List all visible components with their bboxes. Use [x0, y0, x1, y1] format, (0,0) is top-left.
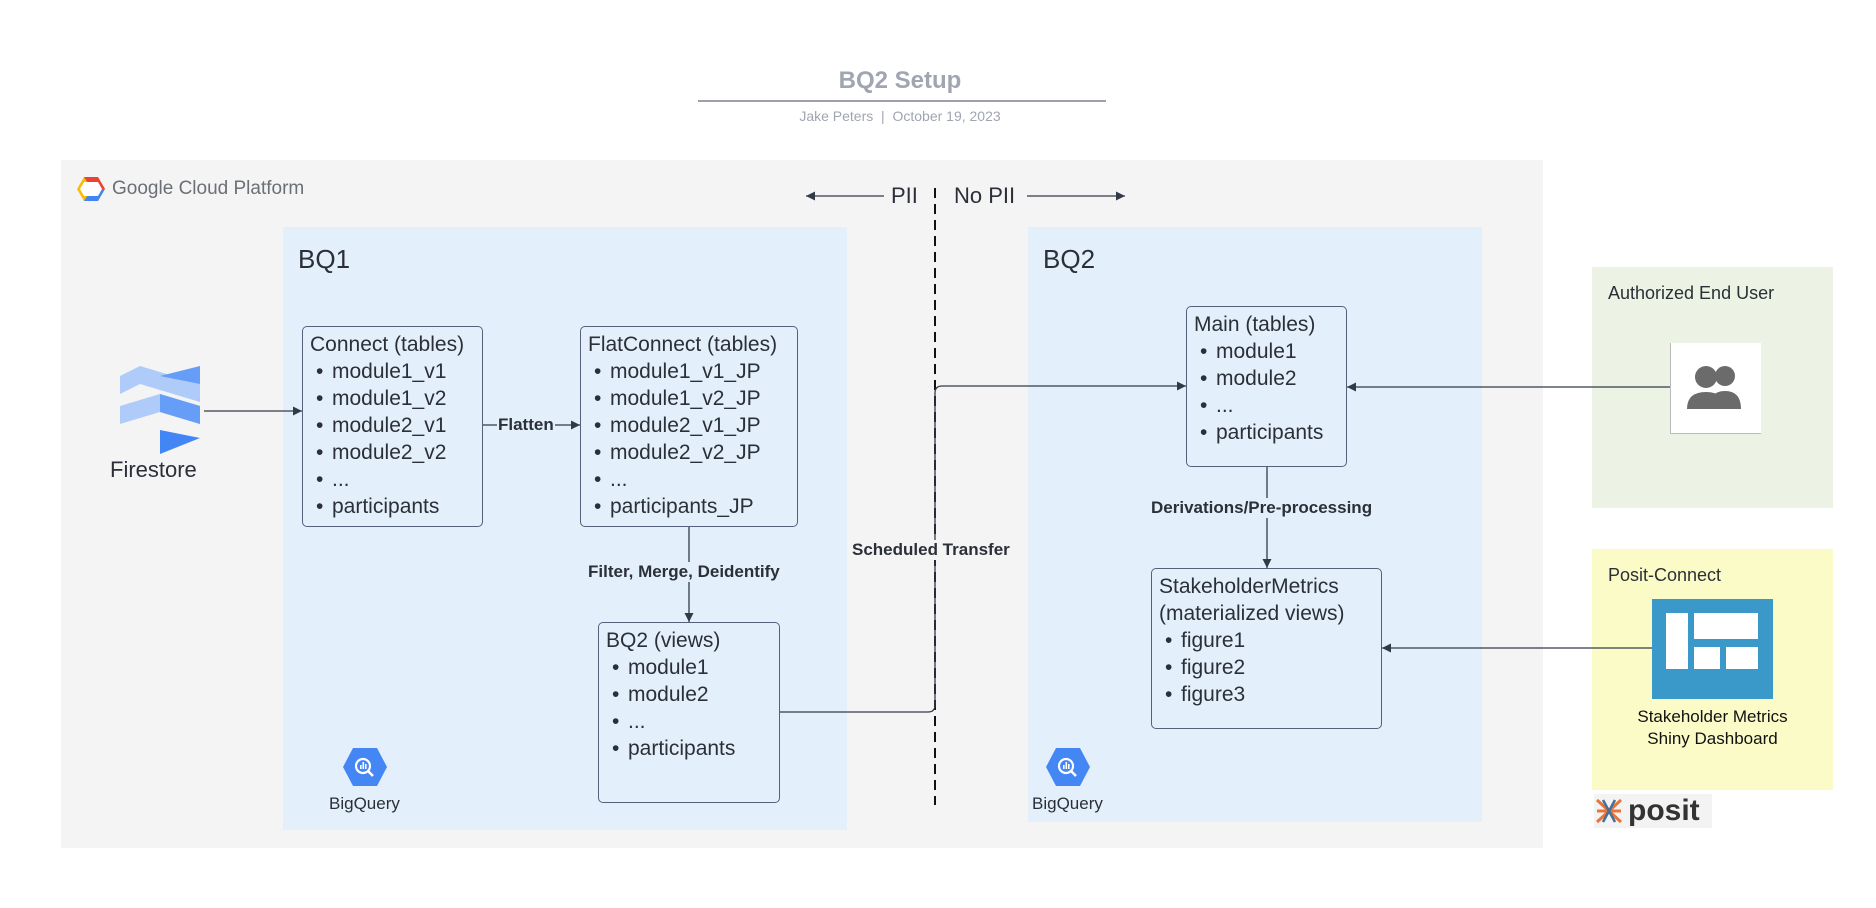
list-item: figure1	[1159, 627, 1381, 654]
connect-title: Connect (tables)	[310, 333, 465, 356]
bq2-views-title: BQ2 (views)	[606, 629, 721, 652]
separator: |	[881, 108, 885, 124]
diagram-title: BQ2 Setup	[838, 67, 962, 94]
firestore-label: Firestore	[110, 457, 197, 482]
flatten-label: Flatten	[497, 415, 555, 435]
list-item: module1_v2	[310, 385, 482, 412]
posit-connect-title: Posit-Connect	[1608, 565, 1722, 585]
gcp-hexagon-icon	[77, 177, 105, 201]
list-item: participants	[310, 493, 482, 520]
bq1-title: BQ1	[298, 244, 351, 274]
list-item: participants	[1194, 419, 1346, 446]
stakeholder-metrics-box: StakeholderMetrics (materialized views) …	[1151, 568, 1382, 729]
derivations-label: Derivations/Pre-processing	[1151, 498, 1373, 518]
list-item: participants	[606, 735, 779, 762]
list-item: module2_v2	[310, 439, 482, 466]
title-underline	[698, 100, 1106, 102]
diagram-subtitle: Jake Peters | October 19, 2023	[0, 108, 1800, 124]
list-item: module1	[606, 654, 779, 681]
list-item: module1_v1	[310, 358, 482, 385]
list-item: module2_v2_JP	[588, 439, 797, 466]
list-item: participants_JP	[588, 493, 797, 520]
bq2-title: BQ2	[1043, 244, 1096, 274]
list-item: ...	[606, 708, 779, 735]
bq1-bigquery-label: BigQuery	[329, 794, 400, 813]
posit-logo: posit	[1594, 794, 1712, 828]
list-item: module1_v2_JP	[588, 385, 797, 412]
list-item: ...	[588, 466, 797, 493]
metrics-title-line2: (materialized views)	[1159, 602, 1345, 625]
flatconnect-title: FlatConnect (tables)	[588, 333, 778, 356]
bq2-views-box: BQ2 (views) module1 module2 ... particip…	[598, 622, 780, 803]
gcp-logo-text: Google Cloud Platform	[112, 178, 305, 199]
main-title: Main (tables)	[1194, 313, 1316, 336]
list-item: module2_v1	[310, 412, 482, 439]
filter-label: Filter, Merge, Deidentify	[588, 562, 780, 582]
main-tables-box: Main (tables) module1 module2 ... partic…	[1186, 306, 1347, 467]
scheduled-transfer-label: Scheduled Transfer	[852, 540, 1010, 560]
bigquery-icon	[1045, 747, 1091, 792]
list-item: module2	[1194, 365, 1346, 392]
list-item: module2_v1_JP	[588, 412, 797, 439]
date: October 19, 2023	[892, 108, 1001, 124]
list-item: ...	[1194, 392, 1346, 419]
metrics-title-line1: StakeholderMetrics	[1159, 575, 1339, 598]
list-item: ...	[310, 466, 482, 493]
list-item: module1	[1194, 338, 1346, 365]
authorized-user-title: Authorized End User	[1608, 283, 1775, 303]
connect-tables-box: Connect (tables) module1_v1 module1_v2 m…	[302, 326, 483, 527]
list-item: module2	[606, 681, 779, 708]
users-icon	[1670, 343, 1761, 434]
dashboard-label: Stakeholder Metrics Shiny Dashboard	[1637, 707, 1788, 748]
dashboard-icon	[1652, 599, 1773, 699]
firestore-icon	[118, 366, 204, 461]
pii-label: PII	[891, 183, 918, 208]
bigquery-icon	[342, 747, 388, 792]
flatconnect-tables-box: FlatConnect (tables) module1_v1_JP modul…	[580, 326, 798, 527]
posit-mark-icon	[1595, 798, 1623, 824]
bq2-bigquery-label: BigQuery	[1032, 794, 1103, 813]
no-pii-label: No PII	[954, 183, 1016, 208]
list-item: figure3	[1159, 681, 1381, 708]
gcp-logo: Google Cloud Platform	[76, 176, 304, 202]
list-item: module1_v1_JP	[588, 358, 797, 385]
author: Jake Peters	[799, 108, 874, 124]
list-item: figure2	[1159, 654, 1381, 681]
